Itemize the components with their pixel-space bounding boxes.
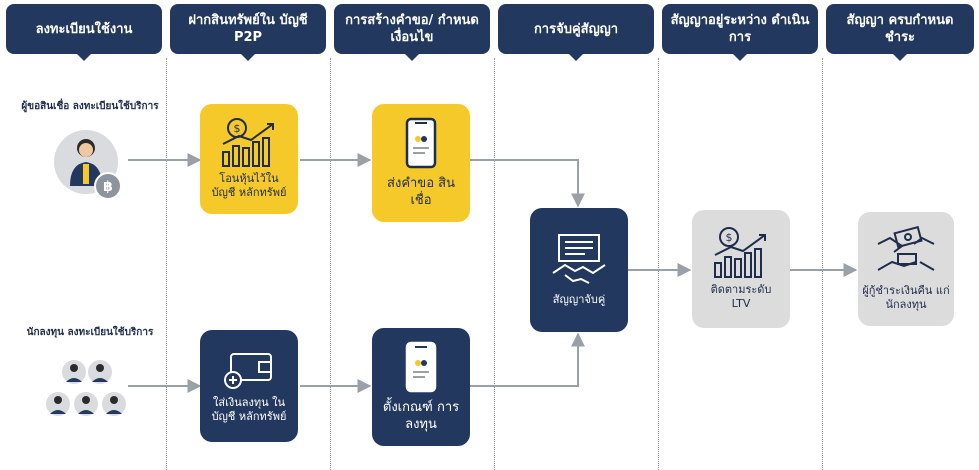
- investors-group-icon: [46, 360, 126, 416]
- loan-request-box: ส่งคำขอ สินเชื่อ: [372, 104, 470, 222]
- repay-label: ผู้กู้ชำระเงินคืน แก่นักลงทุน: [862, 284, 950, 311]
- header-deposit: ฝากสินทรัพย์ใน บัญชี P2P: [170, 4, 326, 61]
- header-maturity-label: สัญญา ครบกำหนดชำระ: [846, 13, 954, 45]
- header-active-label: สัญญาอยู่ระหว่าง ดำเนินการ: [670, 13, 810, 45]
- borrower-label: ผู้ขอสินเชื่อ ลงทะเบียนใช้บริการ: [21, 101, 159, 112]
- column-divider: [330, 58, 331, 470]
- column-divider: [658, 58, 659, 470]
- money-hands-icon: [877, 226, 935, 271]
- column-divider: [822, 58, 823, 470]
- deposit-cash-box: ใส่เงินลงทุน ในบัญชี หลักทรัพย์: [200, 330, 298, 442]
- arrow: [470, 332, 585, 387]
- baht-coin-icon: ฿: [94, 172, 122, 200]
- deposit-cash-label: ใส่เงินลงทุน ในบัญชี หลักทรัพย์: [211, 396, 287, 423]
- header-active: สัญญาอยู่ระหว่าง ดำเนินการ: [662, 4, 818, 61]
- transfer-assets-box: $ โอนหุ้นไว้ใน บัญชี หลักทรัพย์: [200, 104, 298, 214]
- repay-box: ผู้กู้ชำระเงินคืน แก่นักลงทุน: [858, 212, 954, 326]
- header-register: ลงทะเบียนใช้งาน: [6, 4, 162, 61]
- wallet-icon: [224, 353, 272, 389]
- growth-chart-icon: $: [714, 227, 766, 278]
- svg-text:$: $: [726, 231, 733, 244]
- header-maturity: สัญญา ครบกำหนดชำระ: [826, 4, 974, 61]
- phone-icon: [405, 341, 437, 393]
- svg-text:฿: ฿: [103, 179, 113, 195]
- monitor-ltv-box: $ ติดตามระดับ LTV: [692, 210, 790, 328]
- matching-box: สัญญาจับคู่: [530, 208, 628, 332]
- header-request-label: การสร้างคำขอ/ กำหนดเงื่อนไข: [345, 13, 479, 45]
- borrower-avatar: ฿: [54, 130, 122, 200]
- loan-request-label: ส่งคำขอ สินเชื่อ: [387, 176, 455, 208]
- invest-criteria-box: ตั้งเกณฑ์ การลงทุน: [372, 328, 470, 446]
- matching-label: สัญญาจับคู่: [552, 293, 606, 306]
- header-request: การสร้างคำขอ/ กำหนดเงื่อนไข: [334, 4, 490, 61]
- invest-criteria-label: ตั้งเกณฑ์ การลงทุน: [382, 400, 460, 432]
- monitor-ltv-label: ติดตามระดับ LTV: [710, 283, 772, 310]
- column-divider: [494, 58, 495, 470]
- header-matching: การจับคู่สัญญา: [498, 4, 654, 61]
- contract-handshake-icon: [552, 234, 606, 284]
- transfer-assets-label: โอนหุ้นไว้ใน บัญชี หลักทรัพย์: [211, 172, 287, 199]
- column-divider: [166, 58, 167, 470]
- lender-label: นักลงทุน ลงทะเบียนใช้บริการ: [26, 327, 154, 338]
- header-register-label: ลงทะเบียนใช้งาน: [35, 21, 133, 37]
- growth-chart-icon: $: [222, 118, 274, 167]
- header-matching-label: การจับคู่สัญญา: [533, 21, 619, 37]
- arrow: [470, 159, 585, 208]
- svg-text:$: $: [234, 122, 241, 135]
- header-deposit-label: ฝากสินทรัพย์ใน บัญชี P2P: [188, 13, 308, 45]
- phone-icon: [405, 117, 437, 169]
